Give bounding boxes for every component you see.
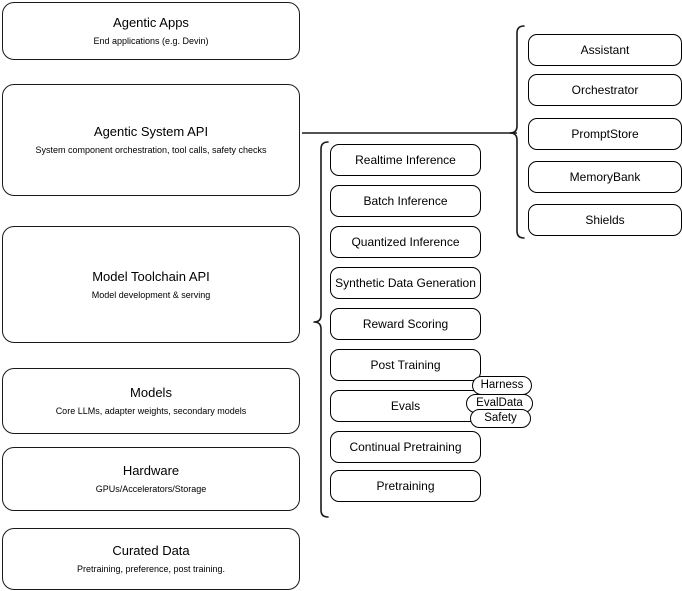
layer-agentic-system-api[interactable]: Agentic System API System component orch…: [2, 84, 300, 196]
layer-agentic-apps[interactable]: Agentic Apps End applications (e.g. Devi…: [2, 2, 300, 60]
middle-item-quantized-inference[interactable]: Quantized Inference: [330, 226, 481, 258]
layer-title: Model Toolchain API: [92, 268, 210, 284]
middle-item-reward-scoring[interactable]: Reward Scoring: [330, 308, 481, 340]
middle-item-realtime-inference[interactable]: Realtime Inference: [330, 144, 481, 176]
middle-item-synthetic-data-generation[interactable]: Synthetic Data Generation: [330, 267, 481, 299]
middle-brace: [313, 141, 329, 518]
middle-item-evals[interactable]: Evals: [330, 390, 481, 422]
layer-subtitle: Core LLMs, adapter weights, secondary mo…: [55, 406, 247, 416]
layer-title: Agentic System API: [93, 124, 209, 139]
layer-title: Models: [130, 385, 172, 400]
layer-subtitle: GPUs/Accelerators/Storage: [95, 484, 207, 494]
layer-title: Agentic Apps: [113, 15, 189, 30]
layer-subtitle: System component orchestration, tool cal…: [35, 145, 267, 155]
right-item-assistant[interactable]: Assistant: [528, 34, 682, 66]
middle-item-batch-inference[interactable]: Batch Inference: [330, 185, 481, 217]
layer-subtitle: End applications (e.g. Devin): [93, 36, 209, 46]
layer-curated-data[interactable]: Curated Data Pretraining, preference, po…: [2, 528, 300, 590]
right-item-promptstore[interactable]: PromptStore: [528, 118, 682, 150]
right-item-shields[interactable]: Shields: [528, 204, 682, 236]
chip-harness[interactable]: Harness: [472, 376, 532, 395]
layer-subtitle: Pretraining, preference, post training.: [76, 564, 226, 574]
right-item-memorybank[interactable]: MemoryBank: [528, 161, 682, 193]
chip-safety[interactable]: Safety: [470, 409, 531, 428]
middle-item-continual-pretraining[interactable]: Continual Pretraining: [330, 431, 481, 463]
middle-item-post-training[interactable]: Post Training: [330, 349, 481, 381]
right-brace: [509, 25, 525, 239]
right-item-orchestrator[interactable]: Orchestrator: [528, 74, 682, 106]
layer-title: Hardware: [122, 463, 180, 478]
layer-hardware[interactable]: Hardware GPUs/Accelerators/Storage: [2, 447, 300, 511]
layer-subtitle: Model development & serving: [91, 289, 211, 300]
layer-models[interactable]: Models Core LLMs, adapter weights, secon…: [2, 368, 300, 434]
middle-item-pretraining[interactable]: Pretraining: [330, 470, 481, 502]
layer-model-toolchain-api[interactable]: Model Toolchain API Model development & …: [2, 226, 300, 343]
layer-title: Curated Data: [112, 543, 190, 558]
